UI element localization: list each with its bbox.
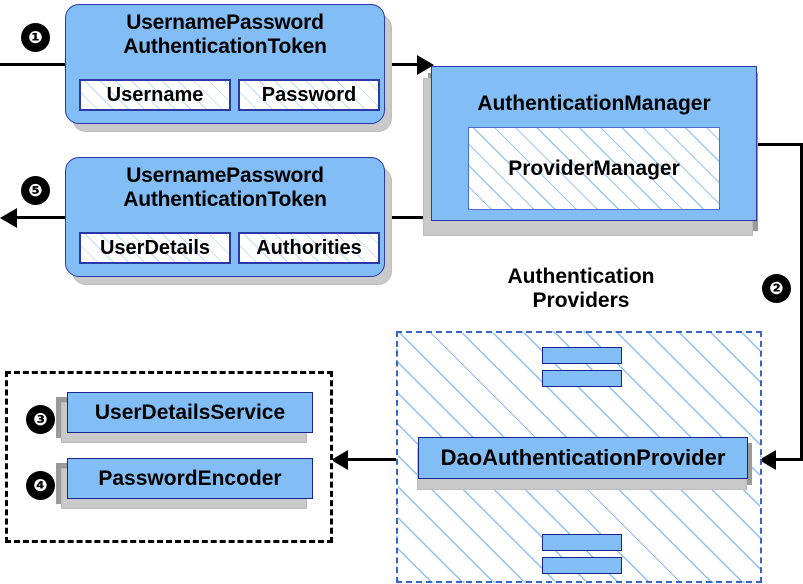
password-encoder-box[interactable]: PasswordEncoder <box>67 458 313 499</box>
dao-authentication-provider-label: DaoAuthenticationProvider <box>440 445 726 470</box>
request-token-slot-password-label: Password <box>261 84 357 106</box>
request-token-card[interactable]: UsernamePassword AuthenticationToken Use… <box>65 4 385 124</box>
connector-into-dao-provider <box>762 458 803 461</box>
response-token-slot-authorities-label: Authorities <box>256 237 362 259</box>
password-encoder-label: PasswordEncoder <box>98 466 282 490</box>
response-token-card[interactable]: UsernamePassword AuthenticationToken Use… <box>65 157 385 277</box>
response-token-slot-userdetails-label: UserDetails <box>99 237 211 259</box>
step-badge-1: ❶ <box>22 24 49 51</box>
connector-outbound-response <box>16 216 80 219</box>
request-token-title: UsernamePassword AuthenticationToken <box>66 11 384 58</box>
request-token-title-line1: UsernamePassword <box>126 11 324 34</box>
response-token-title-line2: AuthenticationToken <box>123 187 327 211</box>
authentication-manager-box[interactable]: AuthenticationManager ProviderManager <box>431 66 757 221</box>
step-badge-2: ❷ <box>763 275 790 302</box>
request-token-slot-password[interactable]: Password <box>238 79 380 111</box>
user-details-service-label: UserDetailsService <box>94 400 286 424</box>
response-token-slot-authorities[interactable]: Authorities <box>238 232 380 264</box>
provider-bar-top-1 <box>542 347 622 364</box>
response-token-title-line1: UsernamePassword <box>126 164 324 187</box>
user-details-service-box[interactable]: UserDetailsService <box>67 392 313 433</box>
authentication-manager-title: AuthenticationManager <box>477 92 711 115</box>
authentication-providers-title: Authentication Providers <box>456 265 706 313</box>
arrowhead-outbound-response <box>0 208 17 228</box>
connector-manager-to-response-token <box>388 216 436 219</box>
step-badge-4: ❹ <box>27 472 54 499</box>
connector-manager-right-stub <box>757 143 803 146</box>
provider-bar-bottom-1 <box>542 534 622 551</box>
arrowhead-dao-to-collaborators <box>331 450 348 470</box>
arrowhead-token-to-manager <box>417 55 434 75</box>
step-badge-3: ❸ <box>27 406 54 433</box>
provider-manager-label: ProviderManager <box>508 156 680 180</box>
provider-manager-box[interactable]: ProviderManager <box>468 127 720 210</box>
arrowhead-into-dao-provider <box>759 450 776 470</box>
connector-dao-to-collaborators <box>348 458 418 461</box>
request-token-slot-username[interactable]: Username <box>79 79 231 111</box>
connector-token-to-manager <box>388 63 430 66</box>
connector-inbound-request <box>0 63 78 66</box>
provider-bar-top-2 <box>542 370 622 387</box>
connector-manager-down <box>800 143 803 461</box>
request-token-title-line2: AuthenticationToken <box>123 34 327 58</box>
response-token-title: UsernamePassword AuthenticationToken <box>66 164 384 211</box>
authentication-providers-title-line2: Providers <box>532 289 630 313</box>
response-token-slot-userdetails[interactable]: UserDetails <box>79 232 231 264</box>
authentication-providers-title-line1: Authentication <box>507 265 655 288</box>
provider-bar-bottom-2 <box>542 557 622 574</box>
dao-authentication-provider-box[interactable]: DaoAuthenticationProvider <box>418 437 748 479</box>
request-token-slot-username-label: Username <box>106 84 204 106</box>
step-badge-5: ❺ <box>22 177 49 204</box>
